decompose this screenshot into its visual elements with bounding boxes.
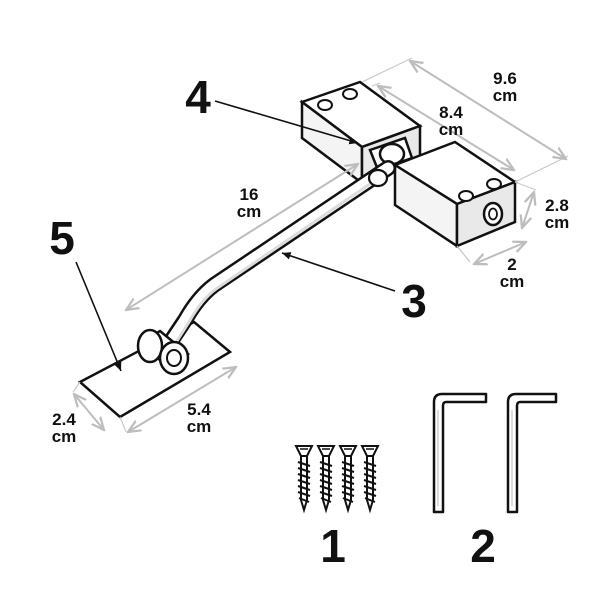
- dim-plate-width-value: 2.4: [52, 410, 76, 429]
- callout-5: 5: [49, 212, 75, 264]
- screw-icon: [360, 445, 380, 514]
- callout-3: 3: [401, 275, 427, 327]
- dim-total-length-unit: cm: [493, 86, 518, 105]
- dim-block-height-value: 2.8: [545, 196, 569, 215]
- dim-plate-length-unit: cm: [187, 417, 212, 436]
- dim-plate-width-unit: cm: [52, 427, 77, 446]
- screw-icon: [294, 445, 314, 514]
- part-number-2: 2: [470, 520, 496, 572]
- dim-plate-length-value: 5.4: [187, 400, 211, 419]
- dim-block-span-unit: cm: [439, 120, 464, 139]
- hex-key-icon: [506, 392, 558, 514]
- dim-total-length-value: 9.6: [493, 69, 517, 88]
- hex-key-icon: [432, 392, 488, 514]
- hex-keys-group: 2: [432, 392, 558, 572]
- screw-icon: [338, 445, 358, 514]
- part-number-1: 1: [320, 520, 346, 572]
- dim-block-span-value: 8.4: [439, 103, 463, 122]
- callouts: 4 3 5: [49, 71, 427, 372]
- dim-arm-length-value: 16: [240, 185, 259, 204]
- dim-block-width-unit: cm: [500, 272, 525, 291]
- dim-block-height-unit: cm: [545, 213, 570, 232]
- dimension-lines: [73, 57, 568, 432]
- screws-group: 1: [294, 445, 380, 572]
- callout-4: 4: [185, 71, 211, 123]
- right-mounting-block: [392, 140, 518, 249]
- dimension-labels: 9.6 cm 8.4 cm 2.8 cm 2 cm 16 cm 5.4 cm 2…: [52, 69, 570, 446]
- dim-arm-length-unit: cm: [237, 202, 262, 221]
- screw-icon: [316, 445, 336, 514]
- dim-block-width-value: 2: [507, 255, 516, 274]
